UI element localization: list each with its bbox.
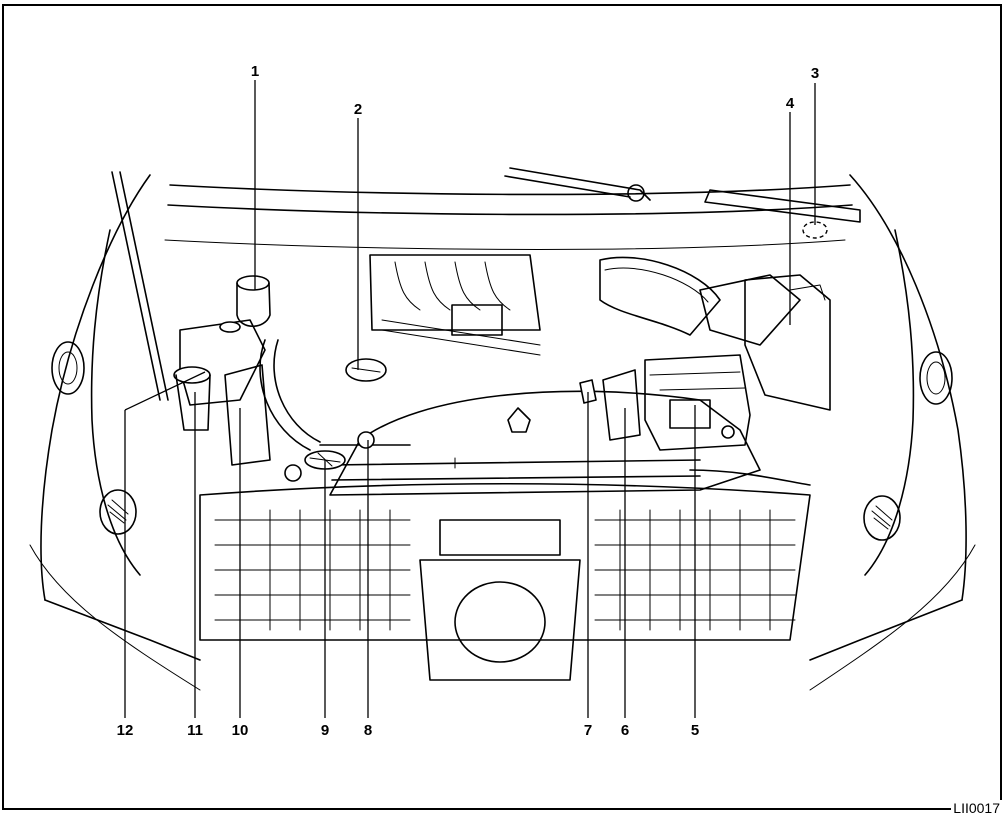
left-headlight (51, 341, 137, 535)
coolant-reservoir (179, 319, 266, 406)
brake-fluid-reservoir (224, 364, 271, 466)
callout-12: 12 (117, 722, 134, 739)
callout-labels: 1 2 3 4 5 6 7 8 9 10 11 12 (117, 63, 820, 739)
callout-7: 7 (584, 722, 592, 739)
callout-8: 8 (364, 722, 372, 739)
engine-oil-dipstick (357, 431, 375, 449)
callout-10: 10 (232, 722, 249, 739)
coolant-hose (259, 339, 321, 451)
sensor-component (579, 379, 597, 404)
cowl-and-wipers (164, 167, 861, 250)
callout-leaders (124, 80, 816, 718)
washer-tank-cap (173, 366, 211, 431)
hidden-component-marker (802, 221, 828, 239)
power-steering-reservoir (236, 275, 271, 328)
callout-3: 3 (811, 65, 819, 82)
callout-1: 1 (251, 63, 259, 80)
vehicle-body-outline (29, 174, 976, 691)
engine-oil-filler-cap (345, 358, 387, 382)
battery (644, 354, 751, 451)
fuse-relay-box (602, 369, 641, 441)
engine-top-cover (329, 390, 761, 496)
callout-2: 2 (354, 101, 362, 118)
right-headlight (863, 351, 953, 541)
figure-code: LII0017 (951, 800, 1002, 816)
callout-9: 9 (321, 722, 329, 739)
callout-6: 6 (621, 722, 629, 739)
engine-intake-manifold (369, 254, 541, 356)
callout-5: 5 (691, 722, 699, 739)
callout-11: 11 (187, 722, 203, 739)
figure-frame (2, 4, 1002, 810)
air-intake-duct (599, 256, 831, 411)
radiator-neck (284, 464, 302, 482)
front-grille (199, 482, 811, 681)
callout-4: 4 (786, 95, 795, 112)
hood-support-rod (111, 171, 169, 401)
